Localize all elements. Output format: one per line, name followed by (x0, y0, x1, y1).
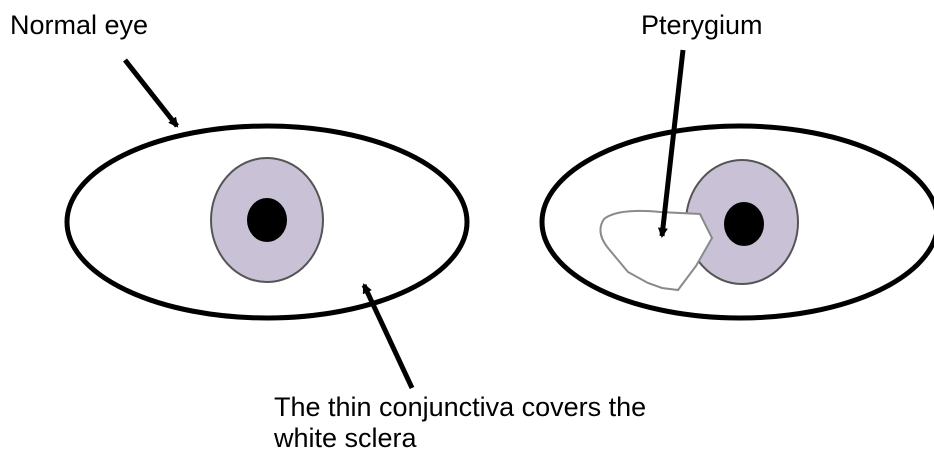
normal-eye-pupil (247, 198, 287, 242)
normal-eye (67, 126, 467, 318)
pterygium-label: Pterygium (641, 10, 763, 41)
caption-line-2: white sclera (274, 423, 646, 454)
pterygium-eye (542, 126, 934, 318)
arrow-normal-eye (125, 60, 177, 126)
pterygium-eye-pupil (724, 202, 764, 246)
normal-eye-label: Normal eye (10, 10, 148, 41)
caption-line-1: The thin conjunctiva covers the (274, 392, 646, 423)
conjunctiva-caption: The thin conjunctiva covers the white sc… (274, 392, 646, 454)
